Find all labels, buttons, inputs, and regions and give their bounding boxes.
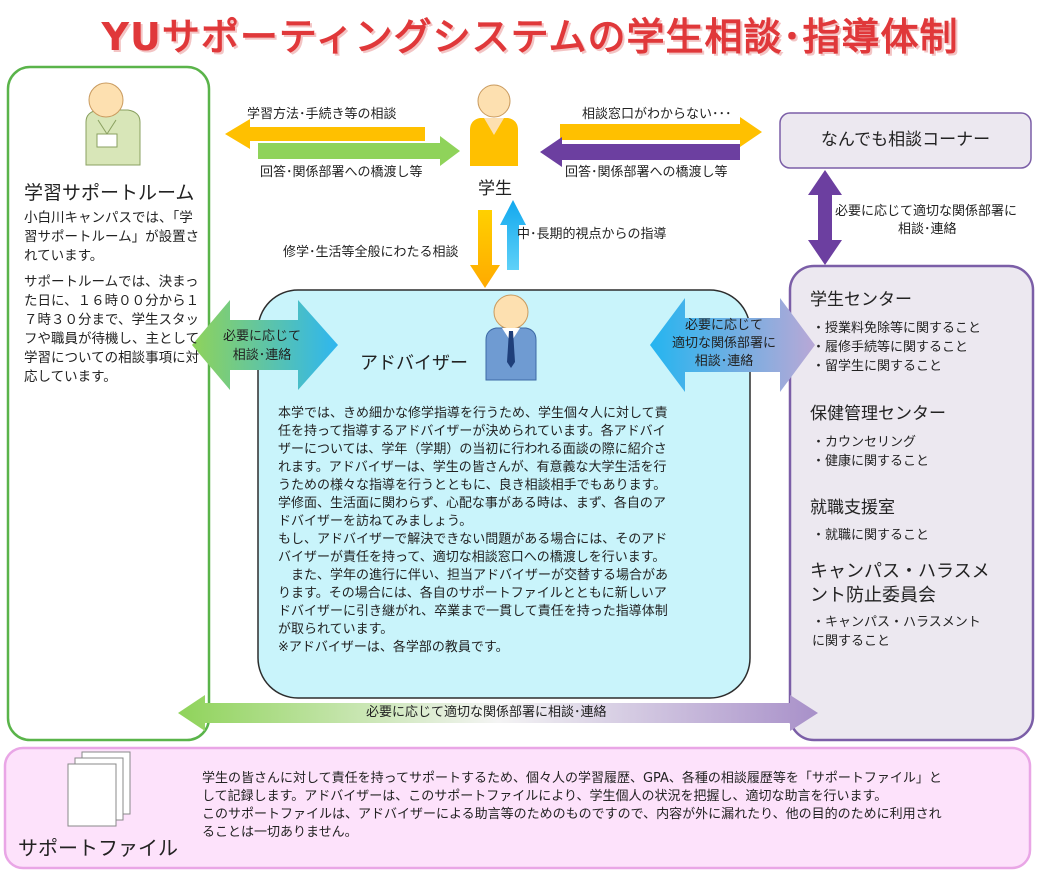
student-person-icon — [470, 84, 518, 166]
arrow-long-term — [500, 200, 526, 270]
list-item: ・カウンセリング — [812, 435, 917, 450]
advisor-line: ドバイザーを訪ねてみましょう。 — [278, 514, 473, 529]
advisor-line: ります。その場合には、各自のサポートファイルとともに新しいア — [278, 586, 667, 601]
support-file-line: 学生の皆さんに対して責任を持ってサポートするため、個々人の学習履歴、GPA、各種… — [202, 771, 942, 786]
list-item: に関すること — [812, 634, 891, 649]
advisor-line: もし、アドバイザーで解決できない問題がある場合には、そのアド — [278, 532, 668, 547]
left-paragraph-1: 小白川キャンパスでは、「学習サポートルーム」が設置されています。 — [24, 210, 200, 264]
label-dont-know: 相談窓口がわからない･･･ — [582, 107, 732, 122]
advisor-line: ※アドバイザーは、各学部の教員です。 — [278, 640, 509, 655]
list-item: ・授業料免除等に関すること — [812, 321, 982, 336]
list-item: ・キャンパス・ハラスメント — [812, 615, 981, 630]
advisor-line: ザーについては、学年（学期）の当初に行われる面談の際に紹介さ — [278, 442, 667, 457]
support-file-line: して記録します。アドバイザーは、このサポートファイルにより、学生個人の状況を把握… — [202, 789, 888, 804]
advisor-line: バイザーが責任を持って、適切な相談窓口への橋渡しを行います。 — [278, 550, 666, 565]
label-right-mid-2: 適切な関係部署に — [671, 336, 776, 351]
arrow-corner-link — [808, 170, 842, 265]
learning-support-room-box — [6, 65, 211, 742]
arrow-study-method — [225, 119, 425, 149]
advisor-line: 任を持って指導するアドバイザーが決められています。各アドバイ — [278, 424, 666, 439]
student-label: 学生 — [478, 179, 512, 199]
staff-person-icon — [85, 82, 141, 166]
list-item: ・就職に関すること — [812, 528, 930, 543]
section-harassment-list: ・キャンパス・ハラスメント に関すること — [812, 613, 981, 651]
label-answer-right: 回答･関係部署への橋渡し等 — [565, 165, 728, 180]
advisor-person-icon — [485, 294, 537, 381]
support-file-line: ることは一切ありません。 — [202, 825, 358, 840]
label-corner-link-1: 必要に応じて適切な関係部署に — [835, 204, 1018, 219]
section-health-center-heading: 保健管理センター — [810, 404, 946, 424]
advisor-line: また、学年の進行に伴い、担当アドバイザーが交替する場合があ — [278, 568, 669, 583]
advisor-line: れます。アドバイザーは、学生の皆さんが、有意義な大学生活を行 — [278, 460, 667, 475]
section-student-center-heading: 学生センター — [810, 290, 912, 310]
arrow-dont-know — [560, 117, 762, 147]
support-file-label: サポートファイル — [18, 836, 178, 860]
label-corner-link-2: 相談･連絡 — [898, 222, 957, 237]
label-right-mid-1: 必要に応じて — [684, 318, 763, 333]
support-file-stack-icon — [67, 751, 131, 827]
arrow-life-consult — [470, 210, 500, 288]
section-student-center-list: ・授業料免除等に関すること ・履修手続等に関すること ・留学生に関すること — [812, 319, 981, 376]
list-item: ・留学生に関すること — [812, 359, 943, 374]
label-long-term: 中･長期的視点からの指導 — [517, 227, 667, 242]
label-bottom-arrow: 必要に応じて適切な関係部署に相談･連絡 — [366, 705, 607, 720]
student-center-box — [788, 264, 1035, 742]
advisor-description: 本学では、きめ細かな修学指導を行うため、学生個々人に対して責 任を持って指導する… — [278, 405, 730, 657]
corner-label: なんでも相談コーナー — [820, 130, 991, 150]
arrow-answer-right — [540, 137, 740, 167]
label-right-mid-3: 相談･連絡 — [694, 354, 754, 369]
corner-box — [779, 112, 1032, 169]
section-harassment-heading-2: ント防止委員会 — [810, 585, 936, 606]
section-career-support-heading: 就職支援室 — [810, 498, 895, 518]
arrow-right-mid — [650, 298, 815, 392]
arrow-bottom — [178, 695, 818, 731]
support-file-description: 学生の皆さんに対して責任を持ってサポートするため、個々人の学習履歴、GPA、各種… — [202, 770, 992, 842]
label-left-mid-2: 相談･連絡 — [232, 348, 292, 363]
support-file-line: このサポートファイルは、アドバイザーによる助言等のためのものですので、内容が外に… — [202, 807, 942, 822]
label-left-mid-1: 必要に応じて — [222, 329, 301, 344]
label-answer-left: 回答･関係部署への橋渡し等 — [260, 165, 423, 180]
advisor-box — [257, 289, 751, 699]
advisor-line: 学修面、生活面に関わらず、心配な事がある時は、まず、各自のア — [278, 496, 666, 511]
arrow-answer-left — [258, 136, 460, 166]
left-heading: 学習サポートルーム — [24, 182, 195, 204]
label-life-consult: 修学･生活等全般にわたる相談 — [283, 245, 459, 260]
left-paragraph-2: サポートルームでは、決まった日に、１６時００分から１７時３０分まで、学生スタッフ… — [24, 274, 200, 385]
support-file-box — [3, 746, 1032, 870]
section-health-center-list: ・カウンセリング ・健康に関すること — [812, 433, 929, 471]
advisor-line: ドバイザーに引き継がれ、卒業まで一貫して責任を持った指導体制 — [278, 604, 668, 619]
advisor-line: 本学では、きめ細かな修学指導を行うため、学生個々人に対して責 — [278, 406, 668, 421]
list-item: ・履修手続等に関すること — [812, 340, 969, 355]
label-study-method: 学習方法･手続き等の相談 — [247, 107, 397, 122]
list-item: ・健康に関すること — [812, 454, 930, 469]
section-harassment-heading-1: キャンパス・ハラスメ — [810, 561, 990, 582]
page-title: YUサポーティングシステムの学生相談･指導体制 — [101, 15, 959, 59]
section-career-support-list: ・就職に関すること — [812, 526, 929, 545]
advisor-heading: アドバイザー — [360, 353, 468, 374]
arrow-left-mid — [192, 300, 338, 390]
advisor-line: うための様々な指導を行うとともに、良き相談相手でもあります。 — [278, 478, 667, 493]
advisor-line: が取られています。 — [278, 622, 394, 637]
